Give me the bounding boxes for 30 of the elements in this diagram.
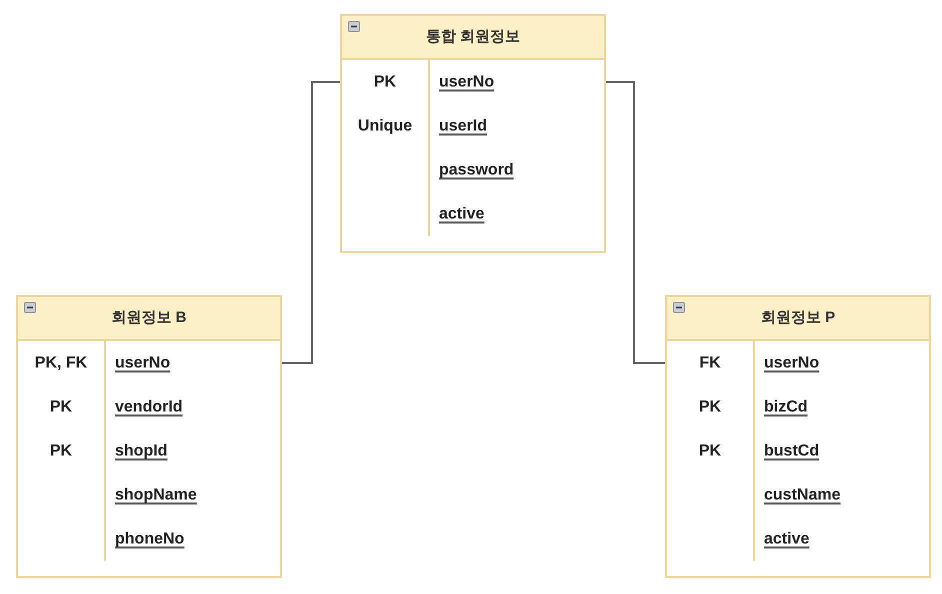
key-label: FK (699, 354, 721, 372)
column-name: phoneNo (115, 530, 184, 548)
column-name: userNo (764, 354, 820, 372)
entity-table (665, 295, 931, 578)
table-title: 회원정보 P (760, 309, 836, 327)
column-name: vendorId (115, 398, 183, 416)
entity-table (340, 14, 606, 253)
entity-table (16, 295, 282, 578)
key-label: PK (698, 442, 722, 460)
connector-line (282, 81, 340, 364)
key-label: PK (374, 72, 396, 92)
key-label: PK (50, 398, 72, 416)
column-name: active (764, 530, 810, 548)
key-label: PK, FK (34, 354, 88, 372)
key-label: Unique (358, 116, 412, 136)
column-name: shopId (115, 442, 168, 460)
column-name: userId (439, 116, 488, 136)
key-label: PK (698, 398, 722, 416)
column-name: custName (764, 486, 840, 504)
column-name: active (439, 204, 484, 224)
column-name: userNo (115, 354, 170, 372)
column-name: password (439, 160, 514, 180)
connector-line (606, 81, 665, 364)
column-name: bustCd (764, 442, 820, 460)
column-name: shopName (115, 486, 197, 504)
key-label: PK (50, 442, 72, 460)
column-name: bizCd (764, 398, 808, 416)
table-title: 통합 회원정보 (426, 28, 520, 46)
table-title: 회원정보 B (112, 309, 186, 327)
column-name: userNo (439, 72, 494, 92)
